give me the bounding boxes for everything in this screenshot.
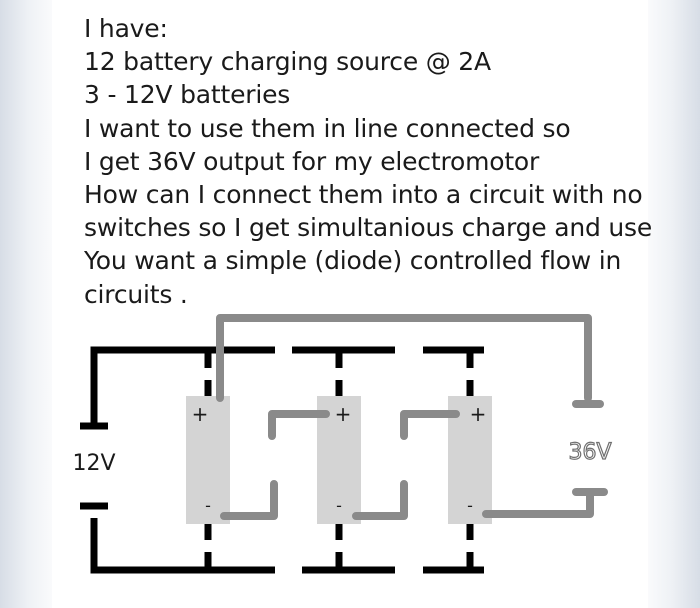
question-line: I have: (84, 14, 168, 43)
battery-3-minus-label: - (467, 496, 473, 515)
battery-1-minus-label: - (205, 496, 211, 515)
battery-2-minus-label: - (336, 496, 342, 515)
source-voltage-label: 12V (72, 451, 115, 476)
series-link-2-3 (400, 410, 460, 440)
output-positive-wire (216, 314, 592, 402)
charging-wires (80, 346, 484, 574)
output-negative-wire (482, 488, 594, 518)
source-negative-wire (90, 518, 275, 574)
series-link-2-3 (352, 480, 408, 520)
question-line: switches so I get simultanious charge an… (84, 213, 653, 243)
question-line: I get 36V output for my electromotor (84, 146, 540, 176)
question-line: How can I connect them into a circuit wi… (84, 180, 643, 210)
question-text: I have: 12 battery charging source @ 2A … (84, 12, 664, 311)
question-line: 3 - 12V batteries (84, 80, 291, 110)
question-line: I want to use them in line connected so (84, 113, 571, 143)
question-line: You want a simple (diode) controlled flo… (84, 246, 622, 276)
question-line: circuits . (84, 279, 188, 309)
series-wires (216, 314, 608, 520)
series-link-1-2 (220, 480, 278, 520)
battery-1-body (186, 396, 230, 524)
battery-3-plus-label: + (470, 402, 487, 426)
series-link-1-2 (268, 410, 330, 440)
battery-1-plus-label: + (192, 402, 209, 426)
source-positive-wire (90, 346, 275, 426)
battery-2-plus-label: + (335, 402, 352, 426)
output-voltage-label: 36V (568, 440, 611, 465)
question-line: 12 battery charging source @ 2A (84, 47, 491, 77)
